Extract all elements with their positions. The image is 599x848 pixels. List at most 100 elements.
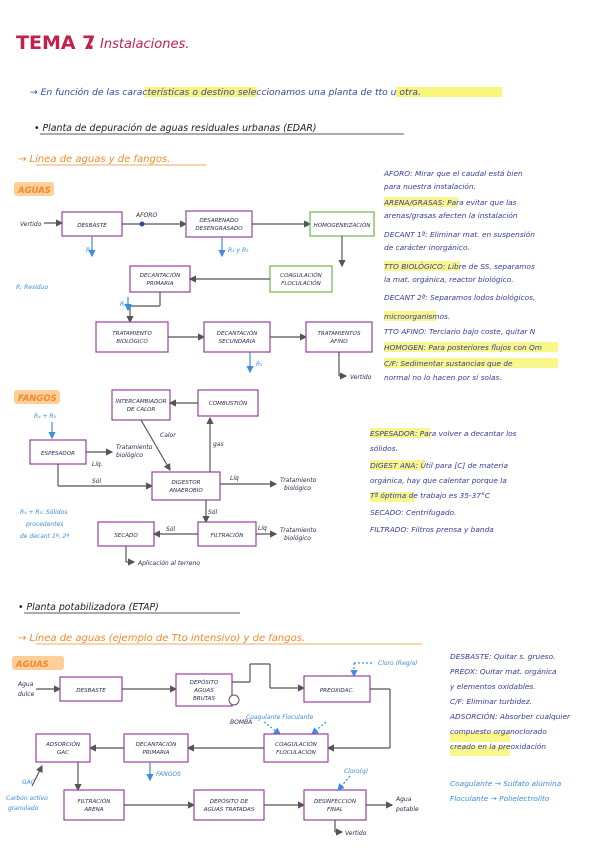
r4-label: R₄ [120,301,127,308]
highlight [384,261,460,271]
box2-adsorcion [35,733,91,763]
box-coagulacion-l2: FLOCULACIÓN [281,280,321,287]
note-tto-bio-2: la mat. orgánica, reactor biológico. [384,275,514,284]
note2-preox-1: PREOX: Quitar mat. orgánica [450,667,557,676]
tto-bio-l1: Tratamiento [116,444,153,451]
intro-text: → En función de las características o de… [30,87,421,98]
box-combustion-label: COMBUSTIÓN [209,400,248,407]
arrow [31,764,43,787]
aguas-tag-bg [14,182,54,196]
vertido-in-label: Vertido [20,221,42,228]
box2-preoxidac-label: PREOXIDAC. [320,688,355,694]
box-desbaste [61,211,123,237]
box-intercambiador-l1: INTERCAMBIADOR [115,399,166,405]
box-espesador-label: ESPESADOR [41,451,75,457]
solidos-note-3: de decant 1ª, 2ª [20,533,69,540]
r5-label: R₅ [256,361,263,368]
highlight [384,358,558,368]
arrow [140,419,171,472]
note-arena-1: ARENA/GRASAS: Para evitar que las [383,198,517,207]
highlight [145,87,257,97]
carbon-l1: Carbón activo [6,795,48,802]
aforo-label: AFORO [135,212,157,219]
box2-deposito-tratadas [193,789,265,821]
carbon-l2: granulado [8,805,39,812]
liq3-label: Líq [258,525,267,532]
box2-filtracion-l1: FILTRACIÓN [78,798,112,805]
box-decantacion-primaria-l1: DECANTACIÓN [140,272,181,279]
fangos-tag: FANGOS [18,394,57,404]
box2-deposito-brutas-l1: DEPÓSITO [190,679,219,686]
box2-deposito-brutas-l2: AGUAS [193,688,214,694]
box-filtracion-label: FILTRACIÓN [211,532,245,539]
box-tratamiento-biologico-l1: TRATAMIENTO [112,331,152,337]
box-tratamientos-afino-l1: TRATAMIENTOS [317,331,360,337]
vertido2-label: Vertido [345,830,367,837]
box2-deposito-brutas-l3: BRUTAS [193,696,216,702]
highlight [450,732,510,742]
box-intercambiador [111,389,171,421]
r1-label: R₁ [86,247,93,254]
tto-bio3-l1: Tratamiento [280,527,317,534]
highlight [384,342,558,352]
highlight [370,428,430,438]
title-main: TEMA 7 [16,32,95,54]
highlight [450,746,510,756]
fangos-label: FANGOS [156,771,181,778]
box-desarenado [185,210,253,238]
box-tratamiento-biologico-l2: BIOLÓGICO [116,338,148,345]
box-decantacion-primaria [129,265,191,293]
box2-coagulacion-l2: FLOCULACIÓN [276,749,316,756]
cloro-reg-label: Cloro (Reg/a) [378,660,418,667]
note-digest-3: Tª óptima de trabajo es 35-37°C [370,491,491,500]
box2-filtracion-l2: ARENA [83,807,103,813]
note-decant1-1: DECANT 1ª: Eliminar mat. en suspensión [384,230,535,239]
note-decant2-1: DECANT 2ª: Separamos lodos biológicos, [384,293,535,302]
solidos-note-1: R₄ + R₅: Sólidos [20,509,67,516]
agua-dulce-l2: dulce [18,691,35,698]
tto-bio2-l1: Tratamiento [280,477,317,484]
note-cf-1: C/F: Sedimentar sustancias que de [384,359,513,368]
box-digestor-l2: ANAEROBIO [168,488,203,494]
highlight [370,492,414,502]
note-arena-2: arenas/grasas afecten la instalación [384,211,518,220]
solidos-note-2: procedentes [25,521,63,528]
cloro-g-label: Cloro(g) [344,768,368,775]
section2-bullet: • Planta potabilizadora (ETAP) [18,602,159,613]
note-aforo-1: AFORO: Mirar que el caudal está bien [383,169,523,178]
note-decant2-2: microorganismos. [384,312,450,321]
box2-deposito-tratadas-l2: AGUAS TRATADAS [203,807,255,813]
note-homogen: HOMOGEN: Para posteriores flujos con Qm [384,343,542,352]
box-decantacion-secundaria-l1: DECANTACIÓN [217,330,258,337]
box-coagulacion [269,265,333,293]
box2-deposito-brutas [175,673,233,707]
arrow [311,721,327,735]
calor-label: Calor [160,432,176,439]
sol2-label: Sól [208,509,217,516]
note2-desbaste: DESBASTE: Quitar s. grueso. [450,652,556,661]
aguas-tag2: AGUAS [15,660,49,670]
aplicacion-label: Aplicación al terreno [137,560,200,567]
note2-adsorcion-2: compuesto organoclorado [450,727,547,736]
note-decant1-2: de carácter inorgánico. [384,243,470,252]
agua-dulce-l1: Agua [17,681,34,688]
title-colon: : [87,32,95,54]
note-tto-afino: TTO AFINO: Terciario bajo coste, quitar … [384,327,536,336]
section1-bullet: • Planta de depuración de aguas residual… [34,123,317,134]
highlight [370,460,424,470]
box-desarenado-l2: DESENGRASADO [195,226,243,232]
aguas-tag: AGUAS [17,186,51,196]
box-desbaste-label: DESBASTE [77,223,107,229]
note-secado: SECADO: Centrifugado. [370,508,457,517]
box-desarenado-l1: DESARENADO [199,218,239,224]
arrow [337,775,351,791]
bomba-label: BOMBA [230,719,252,726]
note-cf-2: normal no lo hacen por sí solas. [384,373,502,382]
box-decantacion-secundaria-l2: SECUNDARIA [219,339,256,345]
box2-decantacion-l2: PRIMARIA [143,750,170,756]
box2-desinfeccion [303,789,367,821]
fangos-tag-bg [14,390,60,404]
arrow [263,721,281,735]
liq1-label: Líq. [92,461,103,468]
